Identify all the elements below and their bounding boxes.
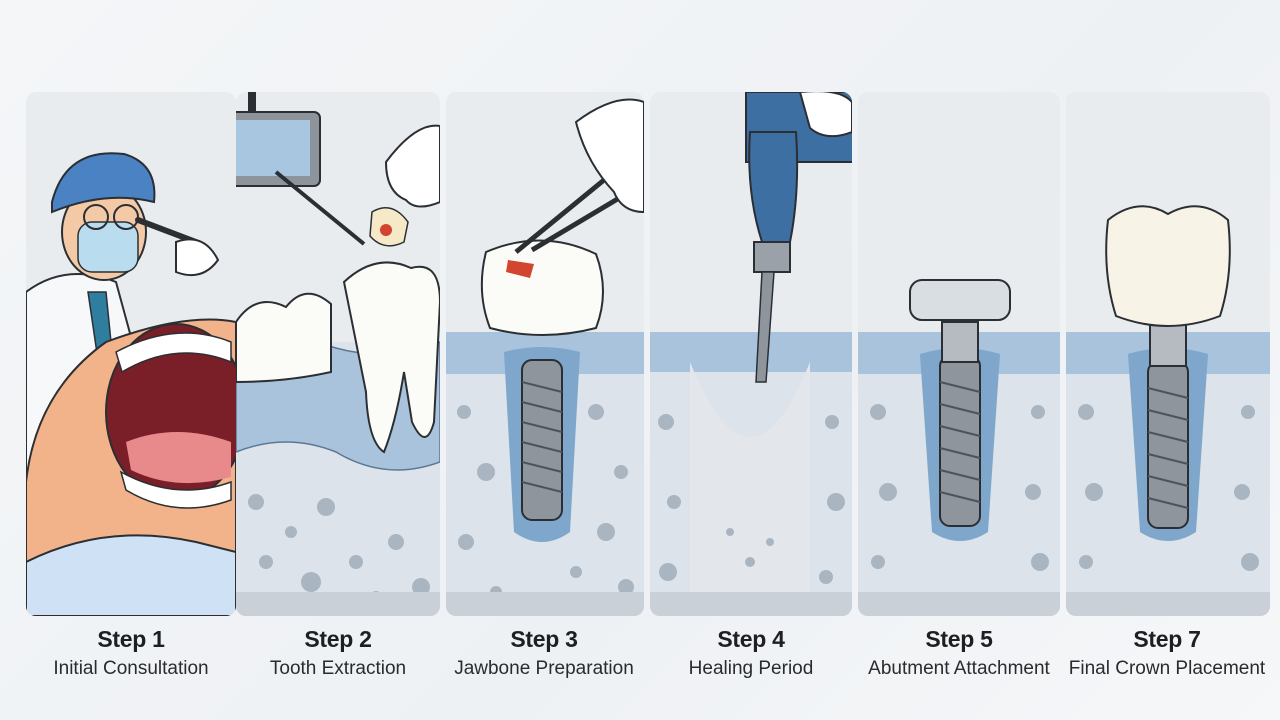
panel-abutment-attachment	[858, 92, 1060, 616]
step-description: Final Crown Placement	[1068, 658, 1266, 679]
panel-jawbone-preparation	[446, 92, 644, 616]
step-description: Healing Period	[688, 658, 814, 679]
step-label: Step 5	[925, 626, 993, 652]
step-description: Initial Consultation	[53, 658, 209, 679]
step-caption-2: Step 2 Tooth Extraction	[236, 624, 440, 684]
jawbone-preparation-illustration	[446, 92, 644, 616]
abutment-attachment-illustration	[858, 92, 1060, 616]
healing-period-illustration	[650, 92, 852, 616]
step-label: Step 3	[510, 626, 578, 652]
step-description: Tooth Extraction	[269, 658, 407, 679]
step-label: Step 1	[97, 626, 165, 652]
panel-initial-consultation	[26, 92, 236, 616]
panel-final-crown-placement	[1066, 92, 1270, 616]
step-caption-3: Step 3 Jawbone Preparation	[442, 624, 646, 684]
step-description: Abutment Attachment	[868, 658, 1050, 679]
step-caption-4: Step 4 Healing Period	[650, 624, 852, 684]
panel-healing-period	[650, 92, 852, 616]
step-caption-5: Step 5 Abutment Attachment	[856, 624, 1062, 684]
final-crown-illustration	[1066, 92, 1270, 616]
step-caption-6: Step 7 Final Crown Placement	[1064, 624, 1270, 684]
step-label: Step 7	[1133, 626, 1201, 652]
panel-tooth-extraction	[236, 92, 440, 616]
consultation-illustration	[26, 92, 236, 616]
step-caption-1: Step 1 Initial Consultation	[28, 624, 234, 684]
step-label: Step 4	[717, 626, 785, 652]
step-label: Step 2	[304, 626, 372, 652]
extraction-illustration	[236, 92, 440, 616]
step-description: Jawbone Preparation	[454, 658, 634, 679]
